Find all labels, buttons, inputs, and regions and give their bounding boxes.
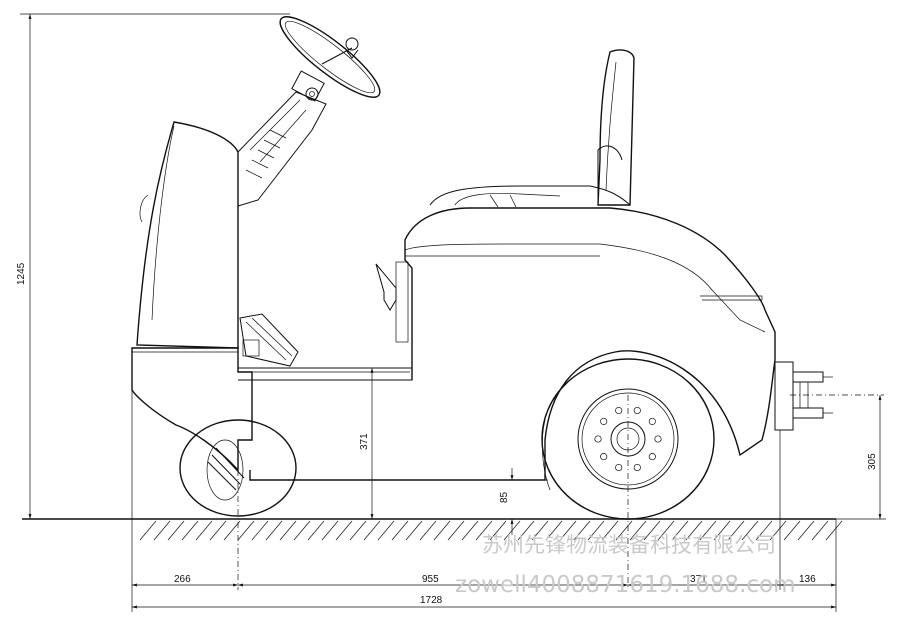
hatch-stroke bbox=[741, 520, 759, 541]
hatch-stroke bbox=[335, 520, 353, 541]
side-lever bbox=[375, 263, 397, 311]
hatch-stroke bbox=[783, 520, 801, 541]
hatch-stroke bbox=[657, 520, 675, 541]
wheelbase-segment-label: 955 bbox=[422, 574, 439, 585]
hatch-stroke bbox=[321, 520, 339, 541]
step-height-label: 371 bbox=[359, 433, 370, 450]
footwell-floor bbox=[238, 367, 413, 381]
steering-wheel bbox=[279, 16, 381, 98]
hatch-stroke bbox=[587, 520, 605, 541]
rear-segment-label: 371 bbox=[690, 574, 707, 585]
ground-hatching bbox=[139, 520, 843, 541]
hatch-stroke bbox=[139, 520, 157, 541]
dimension-step-height: 371 bbox=[359, 368, 374, 519]
hatch-stroke bbox=[545, 520, 563, 541]
ground-clearance-label: 85 bbox=[499, 491, 510, 503]
hatch-stroke bbox=[531, 520, 549, 541]
hatch-stroke bbox=[629, 520, 647, 541]
hatch-stroke bbox=[307, 520, 325, 541]
hatch-stroke bbox=[713, 520, 731, 541]
hatch-stroke bbox=[461, 520, 479, 541]
dimension-ground-clearance: 85 bbox=[499, 468, 548, 535]
hatch-stroke bbox=[699, 520, 717, 541]
hatch-stroke bbox=[251, 520, 269, 541]
rear-body bbox=[249, 207, 776, 481]
overall-height-label: 1245 bbox=[16, 262, 27, 285]
hatch-stroke bbox=[433, 520, 451, 541]
steering-column bbox=[237, 70, 327, 207]
wheel-bolt bbox=[615, 406, 623, 415]
wheel-bolt bbox=[648, 417, 656, 425]
wheel-bolt bbox=[654, 435, 662, 443]
hatch-stroke bbox=[475, 520, 493, 541]
hatch-stroke bbox=[293, 520, 311, 541]
vehicle-body bbox=[131, 16, 833, 481]
hatch-stroke bbox=[797, 520, 815, 541]
hatch-stroke bbox=[573, 520, 591, 541]
wheel-bolts bbox=[594, 406, 662, 472]
hatch-stroke bbox=[447, 520, 465, 541]
wheel-bolt bbox=[648, 453, 656, 461]
hatch-stroke bbox=[363, 520, 381, 541]
wheel-bolt bbox=[615, 463, 623, 472]
front-hood bbox=[136, 121, 239, 349]
dimension-overall-height: 1245 bbox=[16, 13, 290, 519]
hatch-stroke bbox=[377, 520, 395, 541]
front-wheel bbox=[179, 419, 297, 517]
hatch-stroke bbox=[643, 520, 661, 541]
hatch-stroke bbox=[209, 520, 227, 541]
hatch-stroke bbox=[265, 520, 283, 541]
front-overhang-label: 266 bbox=[174, 574, 191, 585]
seat bbox=[429, 49, 635, 208]
hatch-stroke bbox=[727, 520, 745, 541]
hatch-stroke bbox=[517, 520, 535, 541]
dimension-hitch-height: 305 bbox=[836, 395, 886, 520]
watermark-company: 苏州先锋物流装备科技有限公司 bbox=[482, 533, 776, 557]
rear-overhang-label: 136 bbox=[799, 574, 816, 585]
hatch-stroke bbox=[811, 520, 829, 541]
hatch-stroke bbox=[685, 520, 703, 541]
hatch-stroke bbox=[279, 520, 297, 541]
pedal-assembly bbox=[239, 313, 299, 367]
hatch-stroke bbox=[167, 520, 185, 541]
hatch-stroke bbox=[195, 520, 213, 541]
dimension-row-segments: 266 955 371 136 bbox=[132, 574, 836, 587]
wheel-bolt bbox=[600, 453, 608, 461]
hatch-stroke bbox=[419, 520, 437, 541]
hatch-stroke bbox=[755, 520, 773, 541]
hatch-stroke bbox=[489, 520, 507, 541]
front-bumper bbox=[131, 347, 253, 472]
hatch-stroke bbox=[405, 520, 423, 541]
hatch-stroke bbox=[391, 520, 409, 541]
hatch-stroke bbox=[237, 520, 255, 541]
hatch-stroke bbox=[769, 520, 787, 541]
hatch-stroke bbox=[153, 520, 171, 541]
wheel-bolt bbox=[633, 406, 641, 415]
watermark-contact: zowell4008871619.1688.com bbox=[455, 572, 796, 598]
tow-hitch bbox=[774, 361, 833, 431]
hatch-stroke bbox=[223, 520, 241, 541]
hatch-stroke bbox=[671, 520, 689, 541]
hatch-stroke bbox=[825, 520, 843, 541]
wheel-bolt bbox=[594, 435, 602, 443]
hatch-stroke bbox=[181, 520, 199, 541]
wheel-bolt bbox=[633, 463, 641, 472]
hatch-stroke bbox=[349, 520, 367, 541]
hatch-stroke bbox=[615, 520, 633, 541]
hitch-height-label: 305 bbox=[867, 453, 878, 470]
ground-line bbox=[22, 518, 843, 541]
overall-length-label: 1728 bbox=[420, 595, 443, 606]
dimension-overall-length: 1728 bbox=[132, 595, 836, 609]
hatch-stroke bbox=[559, 520, 577, 541]
wheel-bolt bbox=[600, 417, 608, 425]
hatch-stroke bbox=[601, 520, 619, 541]
